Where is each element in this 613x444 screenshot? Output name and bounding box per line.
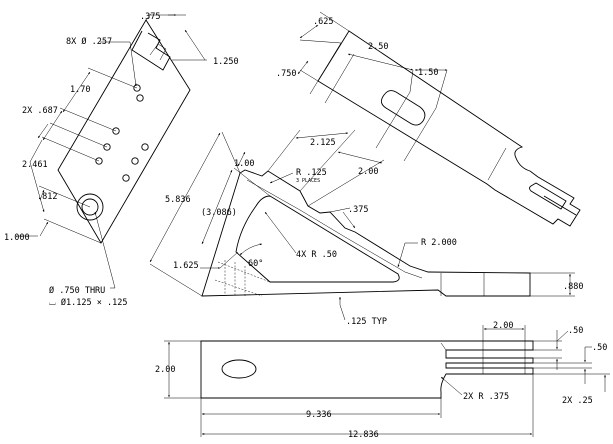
label-4x-r-50: 4X R .50	[296, 250, 337, 260]
center-part-outline	[201, 169, 531, 297]
dim-3086: (3.086)	[201, 208, 237, 218]
dim-200-mid: 2.00	[358, 167, 378, 177]
bottom-plan-view: 2.00 2.00 .50 .50 2X R .375 2X .25 9.336…	[155, 321, 610, 440]
top-right-bar-outline	[317, 30, 581, 227]
dim-200-bottom: 2.00	[493, 321, 513, 331]
left-plate-tab	[149, 43, 167, 61]
center-part-cutout	[235, 195, 400, 283]
label-r-2000: R 2.000	[421, 238, 457, 248]
dim-2x-687: 2X .687	[22, 106, 58, 116]
center-part-hidden-lines	[214, 260, 271, 297]
label-r-125: R .125	[296, 168, 327, 178]
label-counterbore: ⌴ Ø1.125 × .125	[49, 297, 127, 308]
mounting-hole	[131, 157, 139, 165]
mounting-hole	[95, 157, 103, 165]
label-angle-60: 60°	[248, 259, 263, 269]
thru-hole	[81, 198, 99, 216]
dim-1000: 1.000	[4, 233, 30, 243]
mounting-hole	[103, 143, 111, 151]
label-8x-holes: 8X Ø .257	[66, 36, 112, 47]
dim-1250: 1.250	[213, 57, 239, 67]
dim-50-a: .50	[568, 326, 583, 336]
dim-250: 2.50	[368, 42, 388, 52]
dim-50-b: .50	[592, 343, 607, 353]
top-right-slot	[381, 90, 426, 126]
top-right-fork-slot	[529, 182, 567, 210]
dim-12836: 12.836	[348, 430, 379, 440]
dim-170: 1.70	[70, 85, 90, 95]
mounting-hole	[141, 143, 149, 151]
dim-880: .880	[563, 282, 583, 292]
label-3-places: 3 PLACES	[296, 178, 320, 184]
dim-200-left: 2.00	[155, 365, 175, 375]
dim-375-top: .375	[140, 12, 160, 22]
mounting-hole	[133, 84, 141, 92]
dim-2461: 2.461	[22, 160, 48, 170]
dim-9336: 9.336	[306, 410, 332, 420]
dim-750: .750	[276, 69, 296, 79]
left-plate-view: .375 8X Ø .257 1.250 1.70 2X .687 2.461 …	[4, 12, 239, 308]
center-angled-view: 5.836 1.00 R .125 3 PLACES (3.086) 2.125…	[149, 129, 583, 327]
mounting-hole	[136, 94, 144, 102]
bottom-plan-outline	[200, 340, 534, 399]
dim-2x-25: 2X .25	[562, 396, 593, 406]
dim-375-mid: .375	[348, 205, 368, 215]
dim-1625: 1.625	[173, 261, 199, 271]
dim-2125: 2.125	[310, 138, 336, 148]
dim-5836: 5.836	[165, 195, 191, 205]
center-part-inner-edge	[246, 179, 423, 279]
dim-812: .812	[37, 192, 57, 202]
dim-625: .625	[313, 17, 333, 27]
top-right-bar-view: .625 2.50 .750 1.50	[276, 11, 581, 227]
mounting-hole	[112, 127, 120, 135]
mounting-holes	[95, 84, 149, 182]
left-plate-slot	[131, 30, 171, 71]
left-plate-outline	[57, 19, 191, 244]
counterbore-outer	[76, 193, 104, 221]
dim-150: 1.50	[418, 68, 438, 78]
label-125-typ: .125 TYP	[346, 317, 387, 327]
mounting-hole	[122, 174, 130, 182]
label-2x-r-375: 2X R .375	[463, 392, 509, 402]
label-thru-hole: Ø .750 THRU	[49, 285, 105, 296]
bottom-plan-oval-hole	[221, 359, 257, 379]
dim-100: 1.00	[234, 159, 254, 169]
